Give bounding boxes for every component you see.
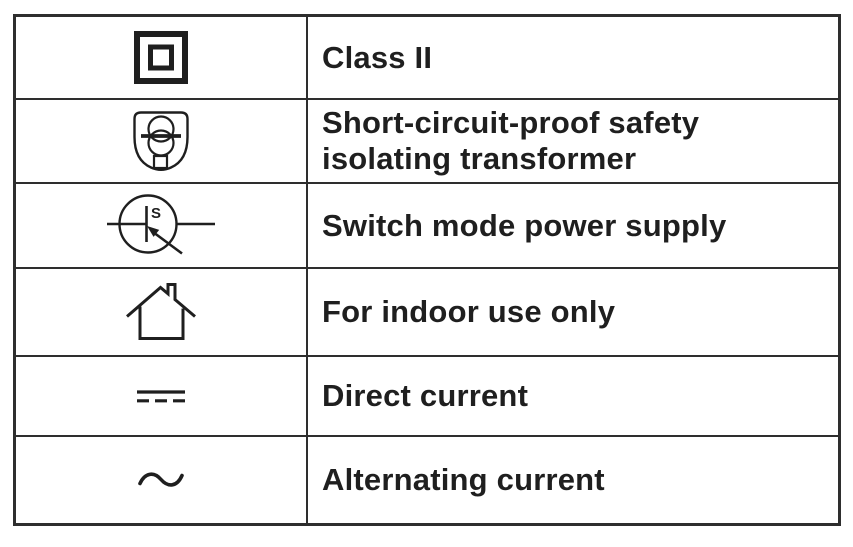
class-ii-icon (134, 31, 188, 84)
table-cell-label: Direct current (308, 357, 838, 437)
alternating-current-icon (138, 472, 184, 487)
safety-symbols-table: Class II Short-circuit-proof safety isol… (13, 14, 841, 526)
table-cell-label: For indoor use only (308, 269, 838, 357)
isolating-transformer-icon (133, 110, 189, 171)
direct-current-icon (137, 389, 185, 402)
symbol-label: Direct current (322, 378, 529, 413)
smps-s-letter: S (151, 205, 161, 222)
symbol-label: Switch mode power supply (322, 207, 727, 243)
table-cell-symbol-ac (16, 437, 308, 523)
indoor-use-only-icon (126, 283, 196, 340)
table-cell-label: Short-circuit-proof safety isolating tra… (308, 100, 838, 184)
table-cell-symbol-indoor (16, 269, 308, 357)
table-cell-label: Switch mode power supply (308, 184, 838, 269)
table-cell-symbol-dc (16, 357, 308, 437)
switch-mode-power-supply-icon: S (107, 193, 215, 255)
table-cell-symbol-class-ii (16, 17, 308, 100)
table-cell-symbol-transformer (16, 100, 308, 184)
symbol-label: Alternating current (322, 462, 605, 497)
symbol-label: For indoor use only (322, 294, 616, 329)
table-cell-label: Class II (308, 17, 838, 100)
table-cell-label: Alternating current (308, 437, 838, 523)
symbol-label: Short-circuit-proof safety isolating tra… (322, 105, 700, 176)
symbol-label: Class II (322, 39, 433, 75)
table-cell-symbol-smps: S (16, 184, 308, 269)
